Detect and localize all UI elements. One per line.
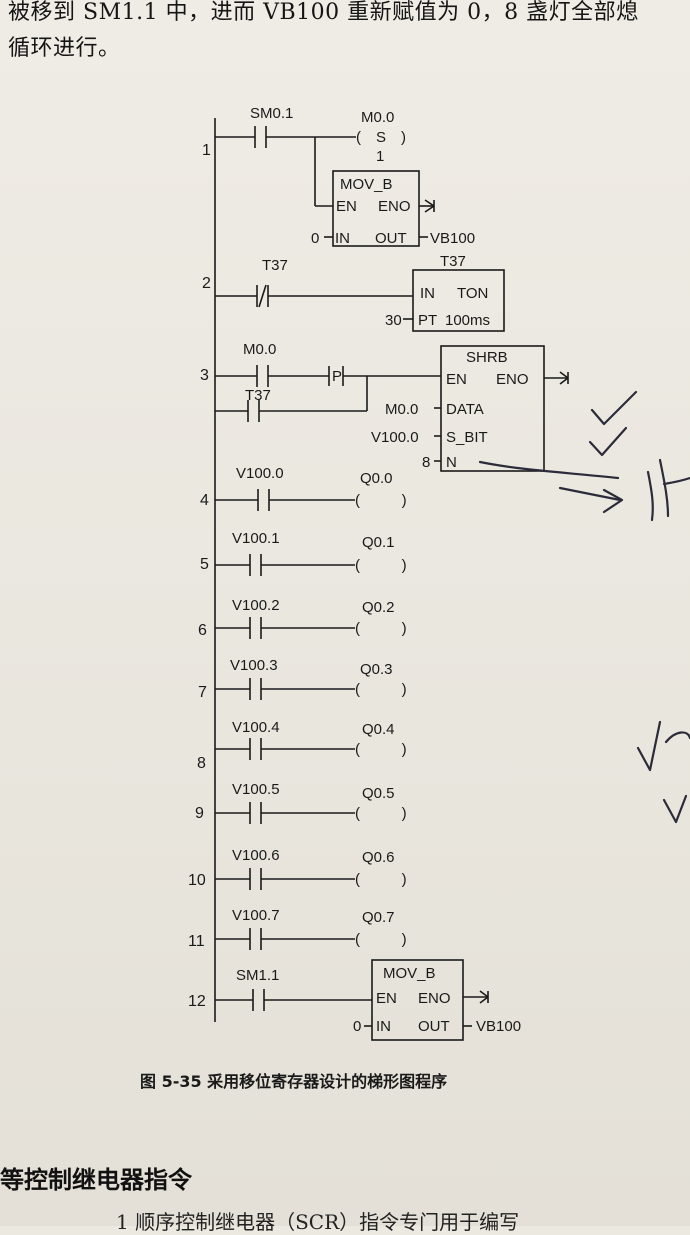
output-contact-label: V100.2 <box>232 597 280 614</box>
header-line-1: 被移到 SM1.1 中，进而 VB100 重新赋值为 0，8 盏灯全部熄 <box>8 0 639 25</box>
handwritten-checkmark-icon <box>662 794 688 824</box>
rung-number-7: 7 <box>198 684 207 701</box>
rung-number-4: 4 <box>200 492 209 509</box>
output-contact-label: V100.1 <box>232 530 280 547</box>
rung1-set-coil-right-paren: ) <box>401 129 406 146</box>
rung1-box-eno: ENO <box>378 198 411 215</box>
section-heading: 等控制继电器指令 <box>0 1166 192 1194</box>
handwritten-arrow-head-icon <box>602 488 624 514</box>
output-coil-symbol: ( ) <box>355 871 407 888</box>
rung3-positive-edge-label: P <box>332 368 342 385</box>
rung2-box-pt: PT <box>418 312 437 329</box>
rung3-box-sbit: S_BIT <box>446 429 488 446</box>
output-coil-label: Q0.5 <box>362 785 395 802</box>
output-coil-symbol: ( ) <box>355 681 407 698</box>
rung-number-3: 3 <box>200 367 209 384</box>
rung12-box-en: EN <box>376 990 397 1007</box>
rung12-contact-label: SM1.1 <box>236 967 279 984</box>
rung-number-1: 1 <box>202 142 211 159</box>
output-coil-symbol: ( ) <box>355 931 407 948</box>
rung3-contact2-label: T37 <box>245 387 271 404</box>
output-contact-label: V100.3 <box>230 657 278 674</box>
output-contact-label: V100.7 <box>232 907 280 924</box>
output-coil-symbol: ( ) <box>355 620 407 637</box>
output-rungs-lines <box>215 489 355 950</box>
rung-number-10: 10 <box>188 872 206 889</box>
handwritten-scribble-icon <box>646 458 690 522</box>
output-contact-label: V100.5 <box>232 781 280 798</box>
handwritten-scribble-icon <box>636 720 690 772</box>
output-coil-label: Q0.0 <box>360 470 393 487</box>
rung3-box-n: N <box>446 454 457 471</box>
rung-number-9: 9 <box>195 805 204 822</box>
rung3-box-eno: ENO <box>496 371 529 388</box>
output-coil-label: Q0.7 <box>362 909 395 926</box>
rung1-box-in-value: 0 <box>311 230 319 247</box>
output-coil-symbol: ( ) <box>355 741 407 758</box>
rung2-contact-label: T37 <box>262 257 288 274</box>
output-coil-label: Q0.2 <box>362 599 395 616</box>
rung1-box-en: EN <box>336 198 357 215</box>
rung3-box-data-value: M0.0 <box>385 401 418 418</box>
rung3-box-en: EN <box>446 371 467 388</box>
handwritten-checkmark-icon <box>588 426 628 457</box>
rung12-box-in-value: 0 <box>353 1018 361 1035</box>
output-coil-label: Q0.1 <box>362 534 395 551</box>
output-contact-label: V100.6 <box>232 847 280 864</box>
rung1-box-title: MOV_B <box>340 176 393 193</box>
rung-number-11: 11 <box>188 933 205 950</box>
handwritten-underline-stroke <box>478 460 620 480</box>
rung-number-6: 6 <box>198 622 207 639</box>
output-coil-symbol: ( ) <box>355 557 407 574</box>
rung12-box-eno: ENO <box>418 990 451 1007</box>
handwritten-checkmark-icon <box>590 390 638 426</box>
output-coil-label: Q0.6 <box>362 849 395 866</box>
rung1-set-coil-left-paren: ( <box>356 129 361 146</box>
rung2-box-timebase: 100ms <box>445 312 490 329</box>
output-coil-label: Q0.4 <box>362 721 395 738</box>
rung3-box-data: DATA <box>446 401 484 418</box>
rung-number-2: 2 <box>202 275 211 292</box>
rung3-contact1-label: M0.0 <box>243 341 276 358</box>
rung-number-5: 5 <box>200 556 209 573</box>
rung-number-12: 12 <box>188 993 206 1010</box>
rung2-box-pt-value: 30 <box>385 312 402 329</box>
handwritten-arrow-stroke <box>558 486 622 502</box>
rung1-box-in: IN <box>335 230 350 247</box>
rung1-contact-label: SM0.1 <box>250 105 293 122</box>
rung1-box-out: OUT <box>375 230 407 247</box>
output-coil-symbol: ( ) <box>355 805 407 822</box>
rung3-box-sbit-value: V100.0 <box>371 429 419 446</box>
rung12-box-title: MOV_B <box>383 965 436 982</box>
rung2-timer-address: T37 <box>440 253 466 270</box>
rung3-box-n-value: 8 <box>422 454 430 471</box>
output-contact-label: V100.0 <box>236 465 284 482</box>
figure-caption: 图 5-35 采用移位寄存器设计的梯形图程序 <box>140 1072 448 1091</box>
rung1-coil-address: M0.0 <box>361 109 394 126</box>
rung1-set-coil-count: 1 <box>376 148 384 165</box>
rung-number-8: 8 <box>197 755 206 772</box>
rung12-box-out: OUT <box>418 1018 450 1035</box>
body-text-line: 1 顺序控制继电器（SCR）指令专门用于编写 <box>116 1210 520 1234</box>
rung3-box-title: SHRB <box>466 349 508 366</box>
header-line-2: 循环进行。 <box>8 36 121 61</box>
output-coil-label: Q0.3 <box>360 661 393 678</box>
rung2-box-in: IN <box>420 285 435 302</box>
rung1-set-coil-type: S <box>376 129 386 146</box>
output-contact-label: V100.4 <box>232 719 280 736</box>
rung12-box-out-value: VB100 <box>476 1018 521 1035</box>
rung2-box-type: TON <box>457 285 488 302</box>
rung12-box-in: IN <box>376 1018 391 1035</box>
output-coil-symbol: ( ) <box>355 492 407 509</box>
rung1-box-out-value: VB100 <box>430 230 475 247</box>
